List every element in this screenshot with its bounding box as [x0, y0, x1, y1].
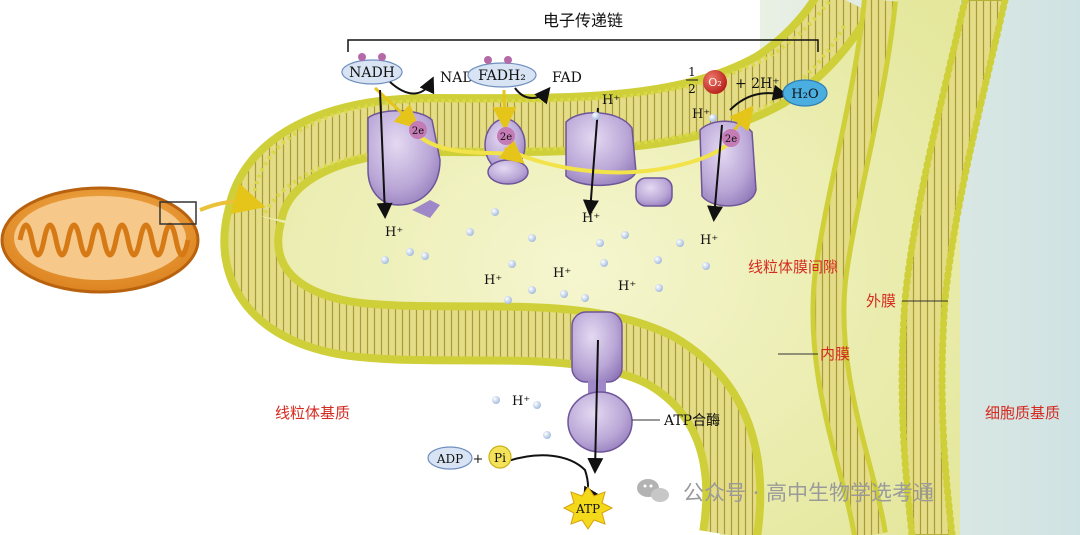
svg-text:2e: 2e: [412, 126, 424, 137]
svg-text:2e: 2e: [500, 132, 512, 143]
electron-pair-3: 2e: [722, 129, 740, 147]
electron-pair-2: 2e: [497, 127, 515, 145]
water-molecule: H₂O: [782, 79, 828, 107]
svg-text:NADH: NADH: [349, 65, 395, 81]
oxygen-molecule: O₂: [703, 70, 727, 94]
adp-label: ADP: [427, 446, 473, 470]
matrix-label: 线粒体基质: [275, 404, 350, 422]
complex-iv: [699, 120, 757, 207]
watermark: 公众号 · 高中生物学选考通: [637, 479, 934, 505]
half-denominator: 2: [688, 82, 696, 96]
atp-synthase-protein: [567, 311, 633, 453]
atp-burst: ATP: [562, 486, 614, 530]
svg-text:FADH₂: FADH₂: [478, 68, 526, 84]
svg-text:O₂: O₂: [708, 76, 721, 89]
atp-synthase-label: ATP合酶: [663, 413, 720, 429]
mitochondrion-icon: [0, 186, 200, 294]
nadh-label: NADH: [341, 53, 403, 85]
half-numerator: 1: [688, 65, 696, 79]
inner-membrane-label: 内膜: [820, 345, 850, 363]
h-plus-2: H⁺: [582, 211, 600, 226]
zoom-arrow: [199, 183, 266, 214]
svg-text:2e: 2e: [725, 134, 737, 145]
proton-dots: [381, 112, 717, 439]
intermembrane-space-label: 线粒体膜间隙: [748, 258, 838, 276]
svg-text:H₂O: H₂O: [791, 87, 818, 102]
title: 电子传递链: [543, 11, 623, 30]
zoom-box: [159, 201, 197, 225]
h-plus-top: H⁺: [602, 93, 620, 108]
complex-iii: [565, 112, 673, 207]
cytoplasm-matrix-label: 细胞质基质: [985, 404, 1060, 422]
electron-pair-1: 2e: [409, 121, 427, 139]
outer-membrane-label: 外膜: [866, 292, 896, 310]
plus-sign: +: [473, 452, 484, 467]
h-plus-4: H⁺: [484, 273, 502, 288]
wechat-icon: [637, 479, 669, 502]
h-plus-5: H⁺: [553, 266, 571, 281]
svg-text:Pi: Pi: [494, 451, 506, 465]
watermark-text: 公众号 · 高中生物学选考通: [683, 481, 934, 505]
title-bracket: [347, 39, 819, 52]
svg-text:ATP: ATP: [575, 502, 600, 516]
svg-text:ADP: ADP: [436, 452, 463, 466]
plus-2h-label: + 2H⁺: [735, 76, 780, 92]
pi-label: Pi: [488, 445, 512, 469]
h-plus-1: H⁺: [385, 225, 403, 240]
h-plus-matrix: H⁺: [512, 394, 530, 409]
h-plus-6: H⁺: [618, 279, 636, 294]
fadh2-label: FADH₂: [467, 56, 537, 88]
h-plus-3: H⁺: [700, 233, 718, 248]
electron-path: [413, 130, 737, 175]
fad-label: FAD: [552, 70, 582, 86]
h-plus-o2: H⁺: [692, 107, 710, 122]
